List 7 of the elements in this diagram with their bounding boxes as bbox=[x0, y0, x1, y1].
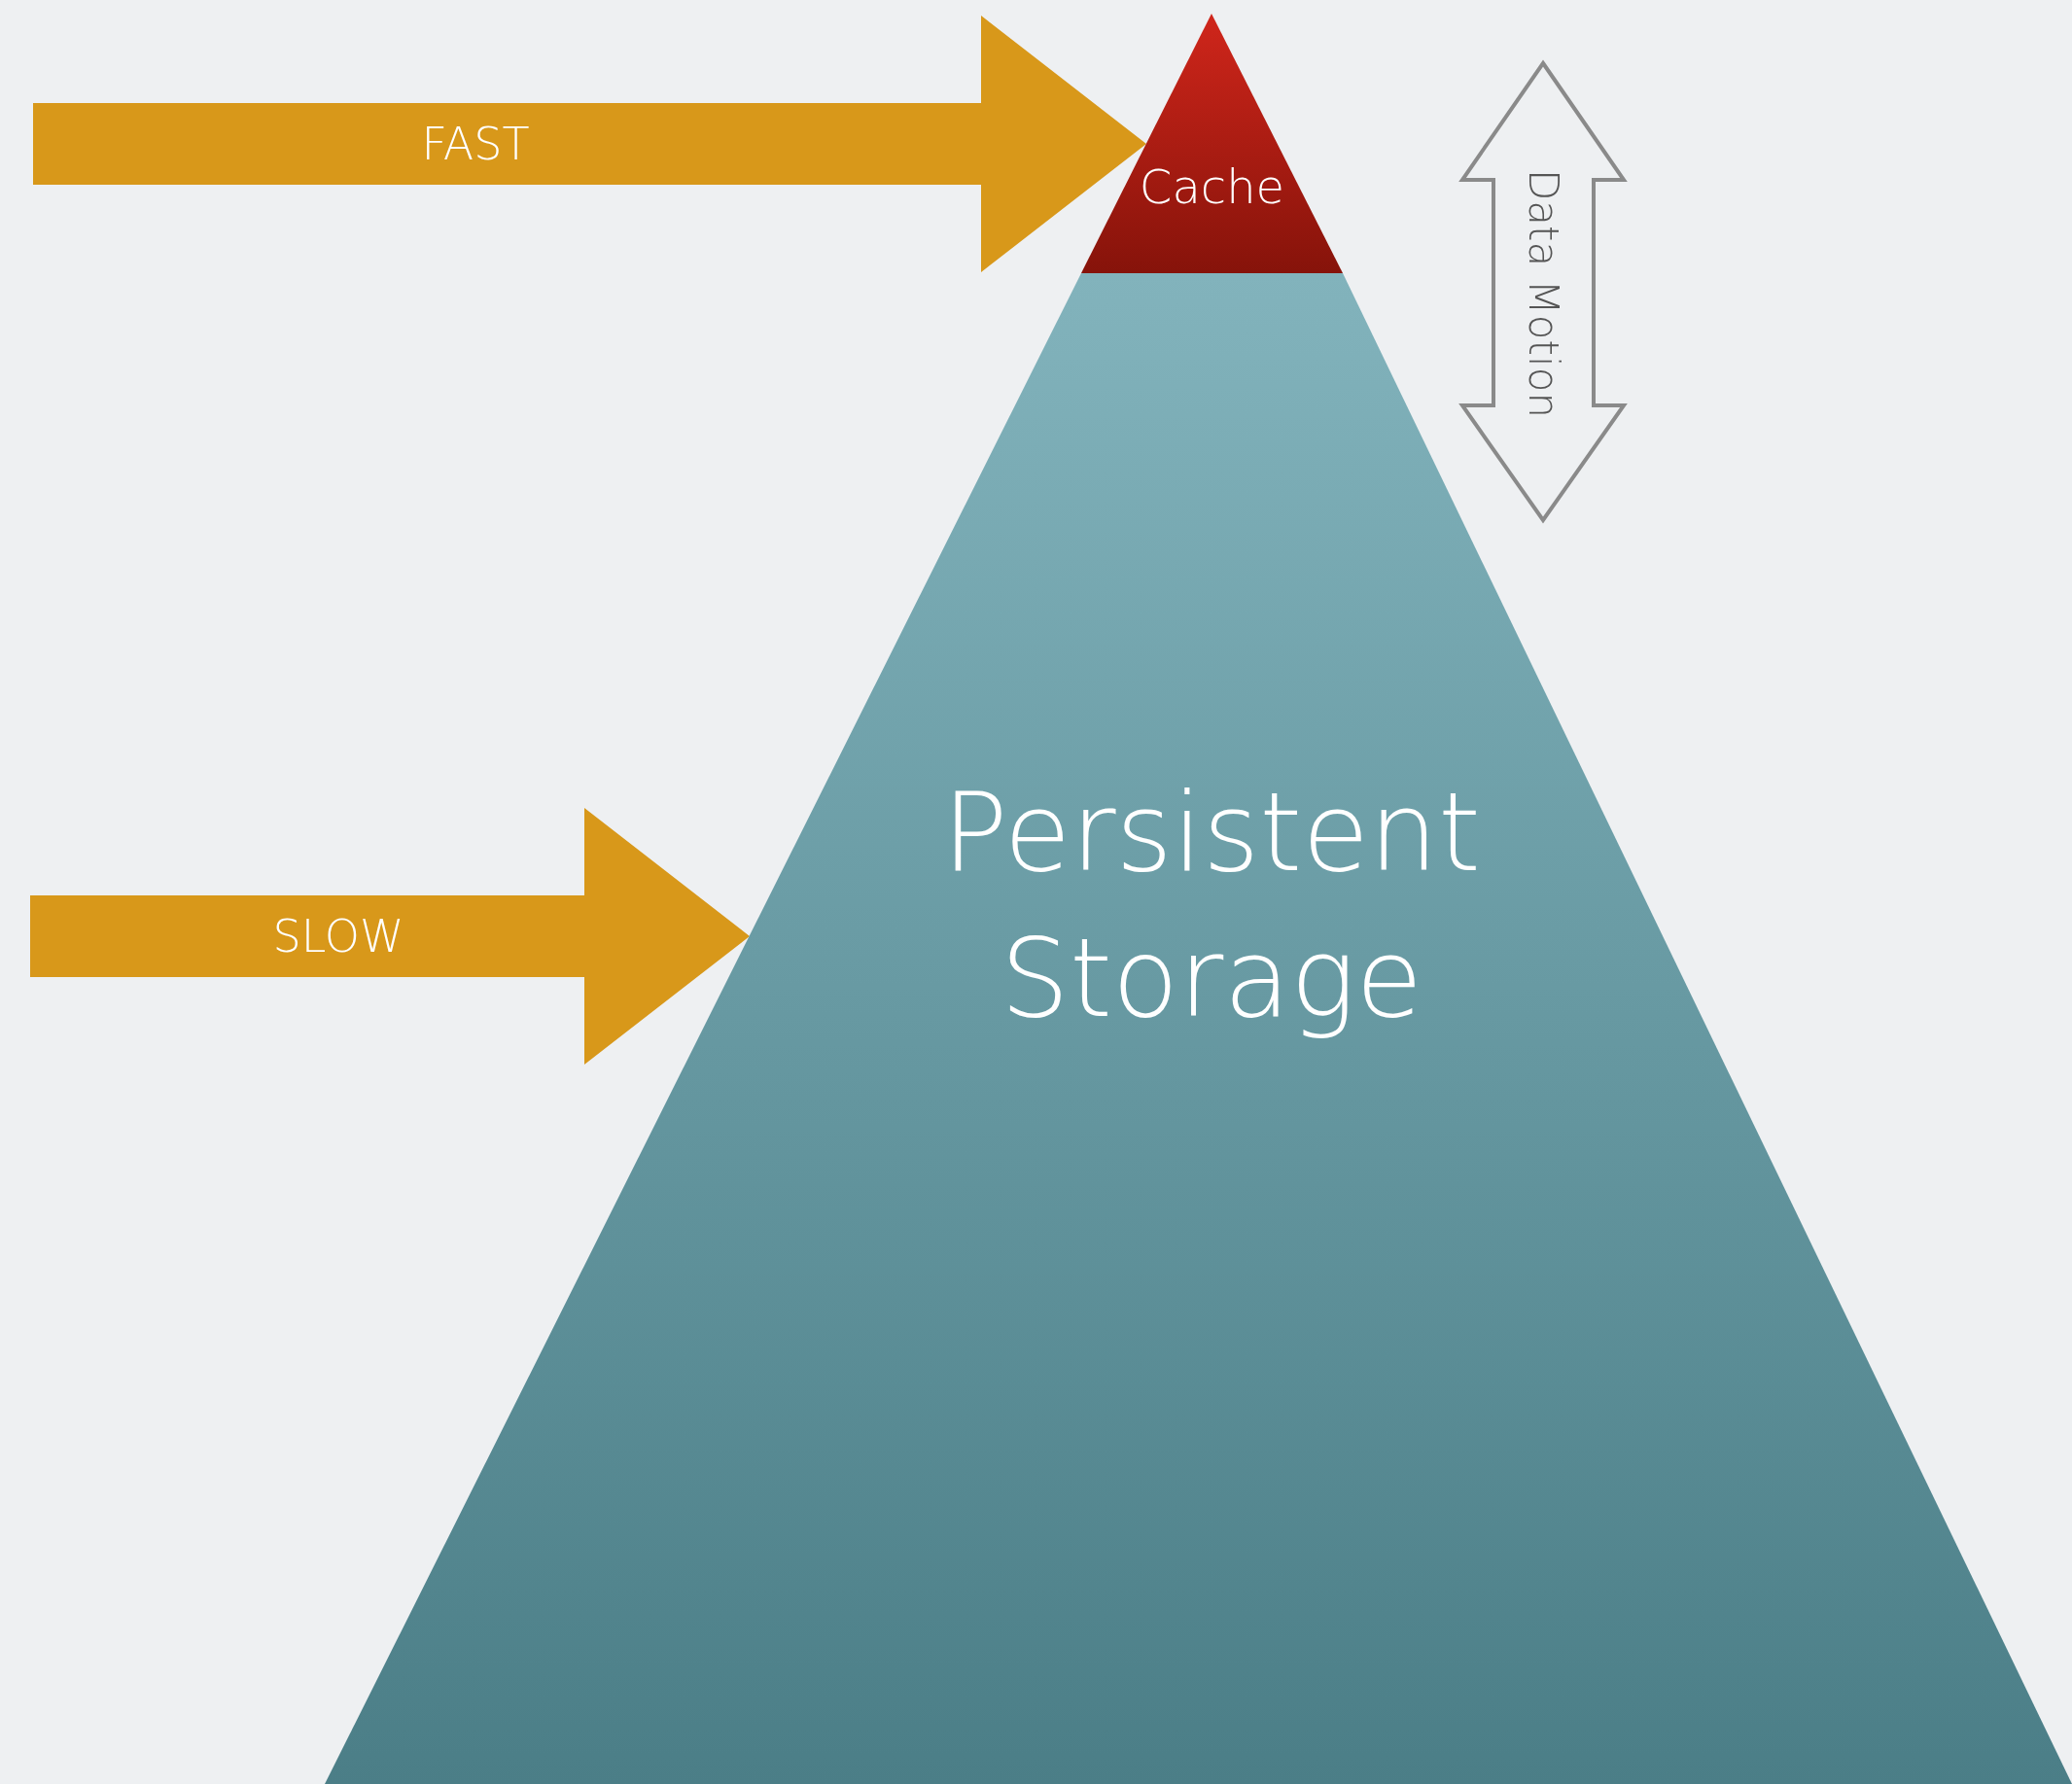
edge-label: FAST bbox=[420, 117, 531, 171]
side-label: Data Motion bbox=[1519, 168, 1567, 420]
layer-label: Cache bbox=[1138, 159, 1286, 214]
block-arrow bbox=[33, 16, 1146, 272]
edge-label: SLOW bbox=[271, 909, 405, 963]
block-arrow bbox=[30, 808, 750, 1065]
layer-label: Persistent Storage bbox=[940, 768, 1482, 1043]
